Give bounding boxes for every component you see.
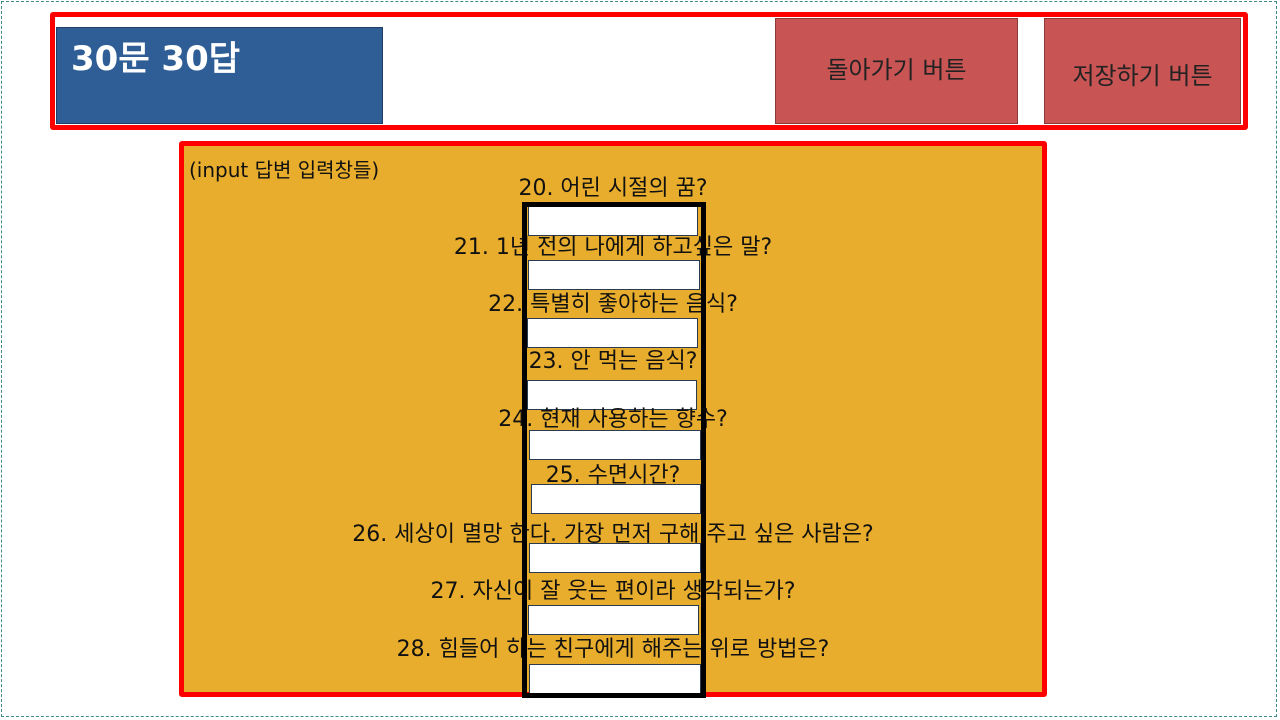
question-21: 21. 1년 전의 나에게 하고싶은 말? [453,235,773,260]
question-26: 26. 세상이 멸망 한다. 가장 먼저 구해 주고 싶은 사람은? [352,522,874,547]
answer-input-27[interactable] [528,605,699,635]
title-block: 30문 30답 [56,27,383,124]
question-25: 25. 수면시간? [545,463,681,488]
question-27: 27. 자신이 잘 웃는 편이라 생각되는가? [430,579,796,604]
back-button[interactable]: 돌아가기 버튼 [775,18,1018,124]
question-23: 23. 안 먹는 음식? [528,349,698,374]
question-20: 20. 어린 시절의 꿈? [518,176,708,201]
question-22: 22. 특별히 좋아하는 음식? [488,292,738,317]
answer-input-25[interactable] [531,484,701,514]
answer-input-20[interactable] [528,206,698,236]
question-24: 24. 현재 사용하는 향수? [498,407,728,432]
page-title: 30문 30답 [71,39,241,79]
answer-input-21[interactable] [528,260,700,290]
answer-input-24[interactable] [529,430,701,460]
answer-input-28[interactable] [529,664,701,694]
question-28: 28. 힘들어 하는 친구에게 해주는 위로 방법은? [396,637,830,662]
answer-input-23[interactable] [527,380,697,410]
answer-input-22[interactable] [527,318,698,348]
answer-input-26[interactable] [529,543,701,573]
save-button[interactable]: 저장하기 버튼 [1044,18,1241,124]
answer-panel-label: (input 답변 입력창들) [189,158,380,182]
